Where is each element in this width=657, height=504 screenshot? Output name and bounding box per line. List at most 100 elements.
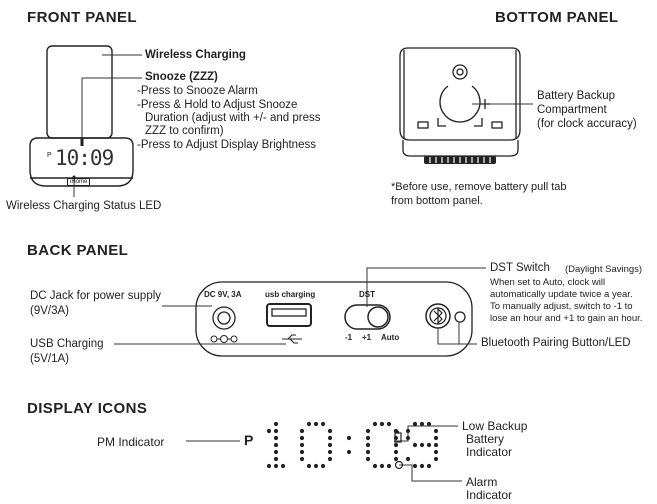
wireless-charging-label: Wireless Charging (145, 49, 246, 61)
port-dst-label: DST (359, 290, 375, 299)
dst-note-2: automatically update twice a year. (490, 289, 633, 300)
display-digit-dot (273, 449, 279, 455)
low-battery-terminal (397, 431, 399, 433)
display-digit-dot (327, 449, 333, 455)
battery-line-2: Compartment (537, 104, 607, 116)
display-digit-dot (327, 442, 333, 448)
snooze-title: Snooze (ZZZ) (145, 71, 218, 83)
display-digit-dot (372, 463, 378, 469)
alarm-line-2: Indicator (466, 488, 513, 502)
dst-note-3: To manually adjust, switch to -1 to (490, 301, 633, 312)
display-digit-dot (299, 442, 305, 448)
display-digit-dot (419, 463, 425, 469)
front-pm-mark: P (47, 152, 52, 159)
display-digit-dot (273, 456, 279, 462)
usb-line-2: (5V/1A) (30, 353, 69, 365)
port-usb-label: usb charging (265, 290, 316, 299)
display-digit-dot (299, 456, 305, 462)
display-digit-dot (299, 428, 305, 434)
display-digit-dot (386, 421, 392, 427)
display-digit-dot (433, 428, 439, 434)
display-digit-dot (412, 463, 418, 469)
display-digit-dot (433, 456, 439, 462)
snooze-line-1: -Press to Snooze Alarm (137, 85, 258, 97)
port-dc-label: DC 9V, 3A (204, 290, 242, 299)
snooze-line-2: -Press & Hold to Adjust Snooze (137, 99, 298, 111)
dst-pos-minus: -1 (345, 333, 353, 342)
alarm-icon (394, 460, 404, 470)
dc-jack-line-1: DC Jack for power supply (30, 290, 162, 302)
display-digit-dot (306, 421, 312, 427)
note-line-1: *Before use, remove battery pull tab (391, 181, 567, 193)
leader-lines (73, 54, 533, 482)
display-digit-dot (266, 463, 272, 469)
display-digit-dot (299, 435, 305, 441)
display-digit-dot (327, 456, 333, 462)
display-pm-char: P (244, 432, 254, 448)
display-digit-dot (273, 421, 279, 427)
status-led-dot (72, 175, 76, 179)
display-digit-dot (433, 435, 439, 441)
display-digit-dot (266, 428, 272, 434)
display-digit-dot (405, 456, 411, 462)
display-icons-heading: DISPLAY ICONS (27, 400, 148, 417)
display-digit-dot (273, 435, 279, 441)
display-digit-dot (379, 421, 385, 427)
display-digit-dot (327, 435, 333, 441)
display-digit-dot (320, 463, 326, 469)
display-digit-dot (426, 463, 432, 469)
snooze-line-4: ZZZ to confirm) (145, 125, 224, 137)
display-digit-dot (405, 428, 411, 434)
display-digit-dot (365, 435, 371, 441)
display-digit-dot (273, 463, 279, 469)
display-digit-dot (372, 421, 378, 427)
display-digit-dot (412, 442, 418, 448)
display-digit-dot (346, 435, 352, 441)
dst-pos-plus: +1 (362, 333, 372, 342)
display-digit-dot (320, 421, 326, 427)
display-digit-dot (273, 442, 279, 448)
snooze-line-5: -Press to Adjust Display Brightness (137, 139, 316, 151)
low-backup-line-1: Low Backup (462, 419, 528, 433)
dc-jack-line-2: (9V/3A) (30, 305, 69, 317)
battery-line-3: (for clock accuracy) (537, 118, 637, 130)
low-backup-line-3: Indicator (466, 445, 513, 459)
display-digit-dot (419, 442, 425, 448)
pm-indicator-label: PM Indicator (97, 435, 165, 449)
display-digit-dot (327, 428, 333, 434)
display-digit-dot (365, 456, 371, 462)
display-digit-dot (365, 442, 371, 448)
display-digit-dot (346, 449, 352, 455)
display-digit-dot (313, 421, 319, 427)
usb-symbol (282, 334, 302, 344)
display-digit-dot (365, 428, 371, 434)
dst-note-4: lose an hour and +1 to gain an hour. (490, 313, 643, 324)
display-digit-dot (379, 463, 385, 469)
snooze-line-3: Duration (adjust with +/- and press (145, 112, 321, 124)
display-digit-dot (273, 428, 279, 434)
status-led-label: Wireless Charging Status LED (6, 200, 162, 212)
alarm-line-1: Alarm (466, 475, 498, 489)
note-line-2: from bottom panel. (391, 195, 483, 207)
bluetooth-icon (433, 307, 443, 325)
dst-note-1: When set to Auto, clock will (490, 277, 606, 288)
display-digit-dot (433, 449, 439, 455)
front-brand-label: iHome (67, 178, 91, 186)
display-digit-dot (306, 463, 312, 469)
display-digit-dot (313, 463, 319, 469)
display-digit-dot (393, 449, 399, 455)
bluetooth-label: Bluetooth Pairing Button/LED (481, 337, 631, 349)
display-digit-dot (393, 456, 399, 462)
display-digit-dot (280, 463, 286, 469)
usb-line-1: USB Charging (30, 338, 104, 350)
display-digit-dot (426, 442, 432, 448)
display-digit-dot (426, 421, 432, 427)
display-digit-dot (365, 449, 371, 455)
back-panel-illustration (195, 281, 473, 357)
front-clock-time: 10:09 (55, 146, 114, 170)
dst-subtitle: (Daylight Savings) (565, 264, 643, 275)
display-digit-dot (386, 463, 392, 469)
display-digit-dot (419, 421, 425, 427)
dst-pos-auto: Auto (381, 333, 400, 342)
